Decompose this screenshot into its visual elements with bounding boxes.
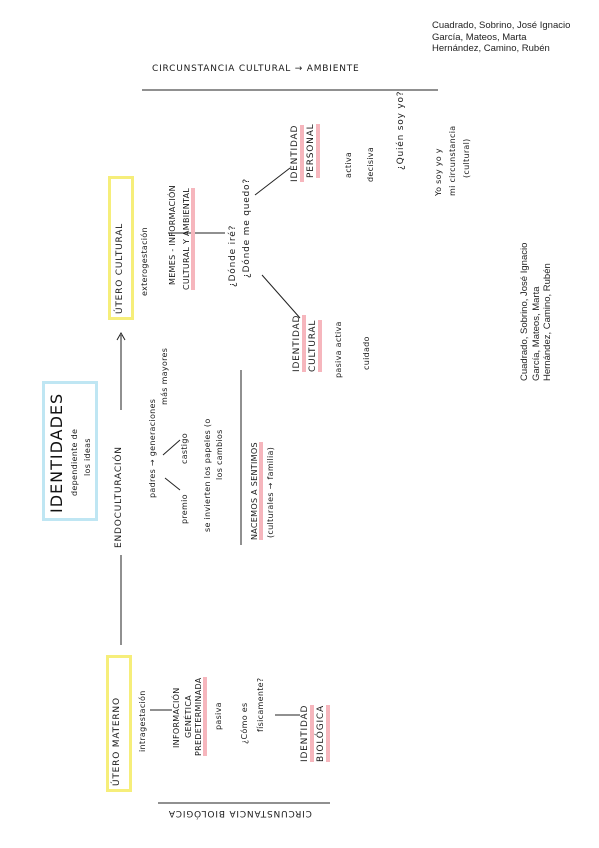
donde-to-cultural bbox=[261, 274, 301, 319]
identidad-biologica-label-2: BIOLÓGICA bbox=[316, 705, 330, 762]
mas-mayores-label: más mayores bbox=[160, 347, 169, 405]
utero-cultural-label: ÚTERO CULTURAL bbox=[115, 223, 125, 314]
activa-label: activa bbox=[344, 151, 353, 178]
identidades-subtitle-2: los ideas bbox=[83, 438, 92, 476]
info-label-3: PREDETERMINADA bbox=[194, 677, 207, 756]
utero-cultural-box bbox=[108, 176, 134, 320]
identidad-cultural-label-1: IDENTIDAD bbox=[292, 314, 306, 372]
papeles-label-1: se invierten los papeles (o bbox=[203, 418, 212, 532]
author-3: Hernández, Camino, Rubén bbox=[432, 43, 550, 54]
identidades-title: IDENTIDADES bbox=[47, 392, 66, 513]
identidades-box bbox=[42, 381, 98, 521]
como-label-2: físicamente? bbox=[256, 677, 265, 732]
nacemos-label-2: (culturales → familia) bbox=[266, 446, 275, 538]
donde-label-1: ¿Dónde iré? bbox=[228, 224, 238, 287]
donde-to-personal bbox=[254, 167, 291, 196]
yo-soy-label-1: Yo soy yo y bbox=[434, 148, 443, 196]
memes-label-2: CULTURAL Y AMBIENTAL bbox=[182, 187, 195, 290]
premio-label: premio bbox=[180, 494, 189, 524]
nacemos-label-1: NACEMOS A SENTIMOS bbox=[250, 442, 263, 540]
branch-castigo bbox=[162, 439, 181, 456]
yo-soy-label-3: (cultural) bbox=[462, 138, 471, 178]
utero-materno-label: ÚTERO MATERNO bbox=[112, 697, 122, 786]
identidad-biologica-label-1: IDENTIDAD bbox=[300, 704, 314, 762]
identidad-personal-label-1: IDENTIDAD bbox=[290, 124, 304, 182]
main-axis-arrow bbox=[116, 331, 126, 341]
author-2: García, Mateos, Marta bbox=[432, 31, 527, 43]
pasiva-activa-label: pasiva activa bbox=[334, 321, 343, 378]
identidades-subtitle-1: dependiente de bbox=[70, 428, 79, 496]
yo-soy-label-2: mi circunstancia bbox=[448, 125, 457, 196]
authors-block-top: Cuadrado, Sobrino, José Ignacio García, … bbox=[432, 20, 570, 55]
padres-label: padres → generaciones bbox=[148, 398, 157, 498]
decisiva-label: decisiva bbox=[366, 146, 375, 182]
info-label-1: INFORMACIÓN bbox=[172, 687, 181, 748]
memes-label-1: MEMES - INFORMACIÓN bbox=[168, 185, 177, 285]
quien-soy-label: ¿Quién soy yo? bbox=[396, 90, 406, 170]
bottom-header-text: CIRCUNSTANCIA BIOLÓGICA bbox=[168, 808, 312, 818]
castigo-label: castigo bbox=[180, 433, 189, 464]
exterogestacion-label: exterogestación bbox=[140, 227, 149, 296]
pasiva-label: pasiva bbox=[214, 702, 223, 730]
utero-materno-box bbox=[106, 655, 132, 792]
top-header-text: CIRCUNSTANCIA CULTURAL → AMBIENTE bbox=[152, 64, 360, 74]
papeles-label-2: los cambios bbox=[215, 429, 224, 480]
donde-label-2: ¿Dónde me quedo? bbox=[242, 178, 252, 278]
identidad-cultural-label-2: CULTURAL bbox=[308, 319, 322, 372]
cuidado-label: cuidado bbox=[362, 336, 371, 370]
info-label-2: GENÉTICA bbox=[184, 695, 193, 738]
como-label-1: ¿Cómo es bbox=[240, 702, 249, 744]
intragestacion-label: intragestación bbox=[138, 690, 147, 752]
identidad-personal-label-2: PERSONAL bbox=[306, 123, 320, 178]
branch-premio bbox=[164, 477, 181, 491]
author-1: Cuadrado, Sobrino, José Ignacio bbox=[432, 20, 571, 31]
endoculturacion-label: ENDOCULTURACIÓN bbox=[114, 446, 124, 548]
